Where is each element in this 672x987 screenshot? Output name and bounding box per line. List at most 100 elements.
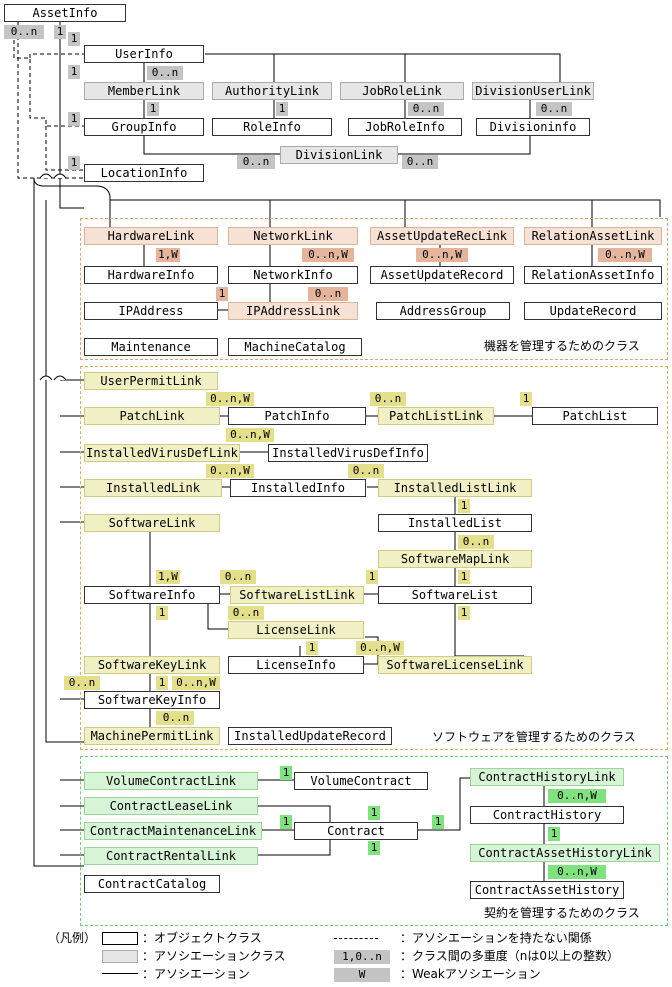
- class-contractassethistory: ContractAssetHistory: [470, 881, 624, 899]
- class-patchlink: PatchLink: [84, 407, 220, 425]
- mult-license-0n: 0..n: [228, 606, 264, 620]
- mult-assetinfo-1a: 1: [54, 25, 66, 39]
- class-assetupdatereclink: AssetUpdateRecLink: [370, 227, 514, 245]
- class-updaterecord: UpdateRecord: [524, 302, 662, 320]
- class-licenselink: LicenseLink: [228, 621, 364, 639]
- contract-region-label: 契約を管理するためのクラス: [484, 906, 640, 920]
- legend-association: ：アソシエーション: [142, 967, 250, 981]
- class-jobroleinfo: JobRoleInfo: [348, 118, 462, 136]
- class-installedlist: InstalledList: [378, 514, 532, 532]
- class-contractcatalog: ContractCatalog: [84, 875, 220, 893]
- class-hardwarelink: HardwareLink: [84, 227, 218, 245]
- mult-assethistory-0nw: 0..n,W: [548, 865, 606, 879]
- software-region-label: ソフトウェアを管理するためのクラス: [432, 730, 636, 744]
- class-roleinfo: RoleInfo: [212, 118, 332, 136]
- mult-sw-1w: 1,W: [156, 570, 180, 584]
- class-softwarelistlink: SoftwareListLink: [230, 586, 364, 604]
- class-patchlist: PatchList: [532, 407, 658, 425]
- legend-association-symbol: [102, 973, 138, 974]
- legend-no-association-symbol: [334, 938, 378, 939]
- class-assetinfo: AssetInfo: [4, 4, 126, 22]
- class-assetupdaterecord: AssetUpdateRecord: [370, 266, 514, 284]
- mult-divlink-0n-right: 0..n: [402, 155, 438, 169]
- mult-swlist-0n: 0..n: [220, 570, 256, 584]
- class-relationassetlink: RelationAssetLink: [524, 227, 662, 245]
- mult-aur-0nw: 0..n,W: [416, 248, 468, 262]
- class-contractassethistorylink: ContractAssetHistoryLink: [470, 844, 660, 862]
- class-installedupdaterecord: InstalledUpdateRecord: [228, 727, 392, 745]
- mult-swlicense-0nw: 0..n,W: [356, 641, 404, 655]
- mult-location-1: 1: [68, 156, 80, 170]
- mult-inst-0nw: 0..n,W: [206, 464, 254, 478]
- mult-sw-1: 1: [156, 606, 168, 620]
- class-jobrolelink: JobRoleLink: [340, 82, 464, 100]
- mult-swkey-1: 1: [156, 676, 168, 690]
- mult-instlist-0n: 0..n: [348, 464, 384, 478]
- class-softwaremaplink: SoftwareMapLink: [378, 550, 532, 568]
- mult-virus-0nw: 0..n,W: [226, 428, 274, 442]
- class-relationassetinfo: RelationAssetInfo: [524, 266, 662, 284]
- mult-group-1: 1: [68, 112, 80, 126]
- mult-patch-0nw: 0..n,W: [206, 392, 254, 406]
- class-contract: Contract: [294, 822, 418, 840]
- class-patchinfo: PatchInfo: [228, 407, 366, 425]
- mult-volume-1: 1: [280, 766, 292, 780]
- class-networkinfo: NetworkInfo: [228, 266, 358, 284]
- class-contractleaselink: ContractLeaseLink: [84, 797, 258, 815]
- class-groupinfo: GroupInfo: [84, 118, 204, 136]
- mult-swlist-1: 1: [366, 570, 378, 584]
- mult-authority-1: 1: [276, 102, 288, 116]
- mult-swlist-1b: 1: [458, 606, 470, 620]
- class-installedvirusdeflink: InstalledVirusDefLink: [84, 444, 240, 462]
- class-installedlink: InstalledLink: [84, 479, 222, 497]
- hardware-region: [80, 218, 668, 360]
- hardware-region-label: 機器を管理するためのクラス: [484, 339, 640, 353]
- class-contracthistory: ContractHistory: [470, 806, 624, 824]
- mult-assetinfo-0n: 0..n: [4, 25, 44, 39]
- legend-no-association: ：アソシエーションを持たない関係: [400, 931, 592, 945]
- mult-machine-0n: 0..n: [158, 711, 194, 725]
- class-memberlink: MemberLink: [84, 82, 204, 100]
- class-patchlistlink: PatchListLink: [378, 407, 494, 425]
- legend-object-class-symbol: [102, 932, 138, 945]
- mult-history-0nw: 0..n,W: [548, 789, 606, 803]
- class-installedvirusdefinfo: InstalledVirusDefInfo: [268, 444, 428, 462]
- class-contracthistorylink: ContractHistoryLink: [470, 768, 624, 786]
- class-installedlistlink: InstalledListLink: [378, 479, 532, 497]
- class-divisioninfo: Divisioninfo: [476, 118, 590, 136]
- class-divisionlink: DivisionLink: [280, 146, 398, 164]
- mult-contract-1d: 1: [368, 841, 380, 855]
- mult-userinfo-1: 1: [68, 65, 80, 79]
- class-volumecontractlink: VolumeContractLink: [84, 772, 258, 790]
- legend-weak-sample: W: [334, 968, 390, 982]
- mult-hw-1w: 1,W: [156, 248, 180, 262]
- class-softwarekeylink: SoftwareKeyLink: [84, 656, 220, 674]
- mult-patchlist-0n: 0..n: [370, 392, 406, 406]
- legend-object-class: ：オブジェクトクラス: [142, 931, 262, 945]
- mult-contract-1c: 1: [432, 815, 444, 829]
- legend-association-class: ：アソシエーションクラス: [142, 949, 286, 963]
- mult-net-0nw: 0..n,W: [302, 248, 354, 262]
- class-softwarelist: SoftwareList: [378, 586, 532, 604]
- mult-rel-0nw: 0..n,W: [598, 248, 652, 262]
- class-softwarelink: SoftwareLink: [84, 514, 220, 532]
- mult-swmap-0n: 0..n: [458, 535, 494, 549]
- mult-swkey-0n: 0..n: [64, 676, 100, 690]
- class-maintenance: Maintenance: [84, 338, 218, 356]
- class-installedinfo: InstalledInfo: [230, 479, 366, 497]
- mult-iplink-0n: 0..n: [308, 287, 348, 301]
- class-ipaddress: IPAddress: [84, 302, 218, 320]
- class-userinfo: UserInfo: [84, 45, 204, 63]
- legend-multiplicity-sample: 1,0..n: [334, 950, 390, 964]
- mult-ip-1: 1: [216, 287, 228, 301]
- class-hardwareinfo: HardwareInfo: [84, 266, 218, 284]
- mult-history-1: 1: [548, 827, 560, 841]
- mult-assetinfo-1b: 1: [68, 32, 80, 46]
- mult-license-1: 1: [306, 641, 318, 655]
- class-userpermitlink: UserPermitLink: [84, 372, 218, 390]
- class-authoritylink: AuthorityLink: [212, 82, 332, 100]
- class-ipaddresslink: IPAddressLink: [228, 302, 358, 320]
- class-contractmaintenancelink: ContractMaintenanceLink: [84, 822, 262, 840]
